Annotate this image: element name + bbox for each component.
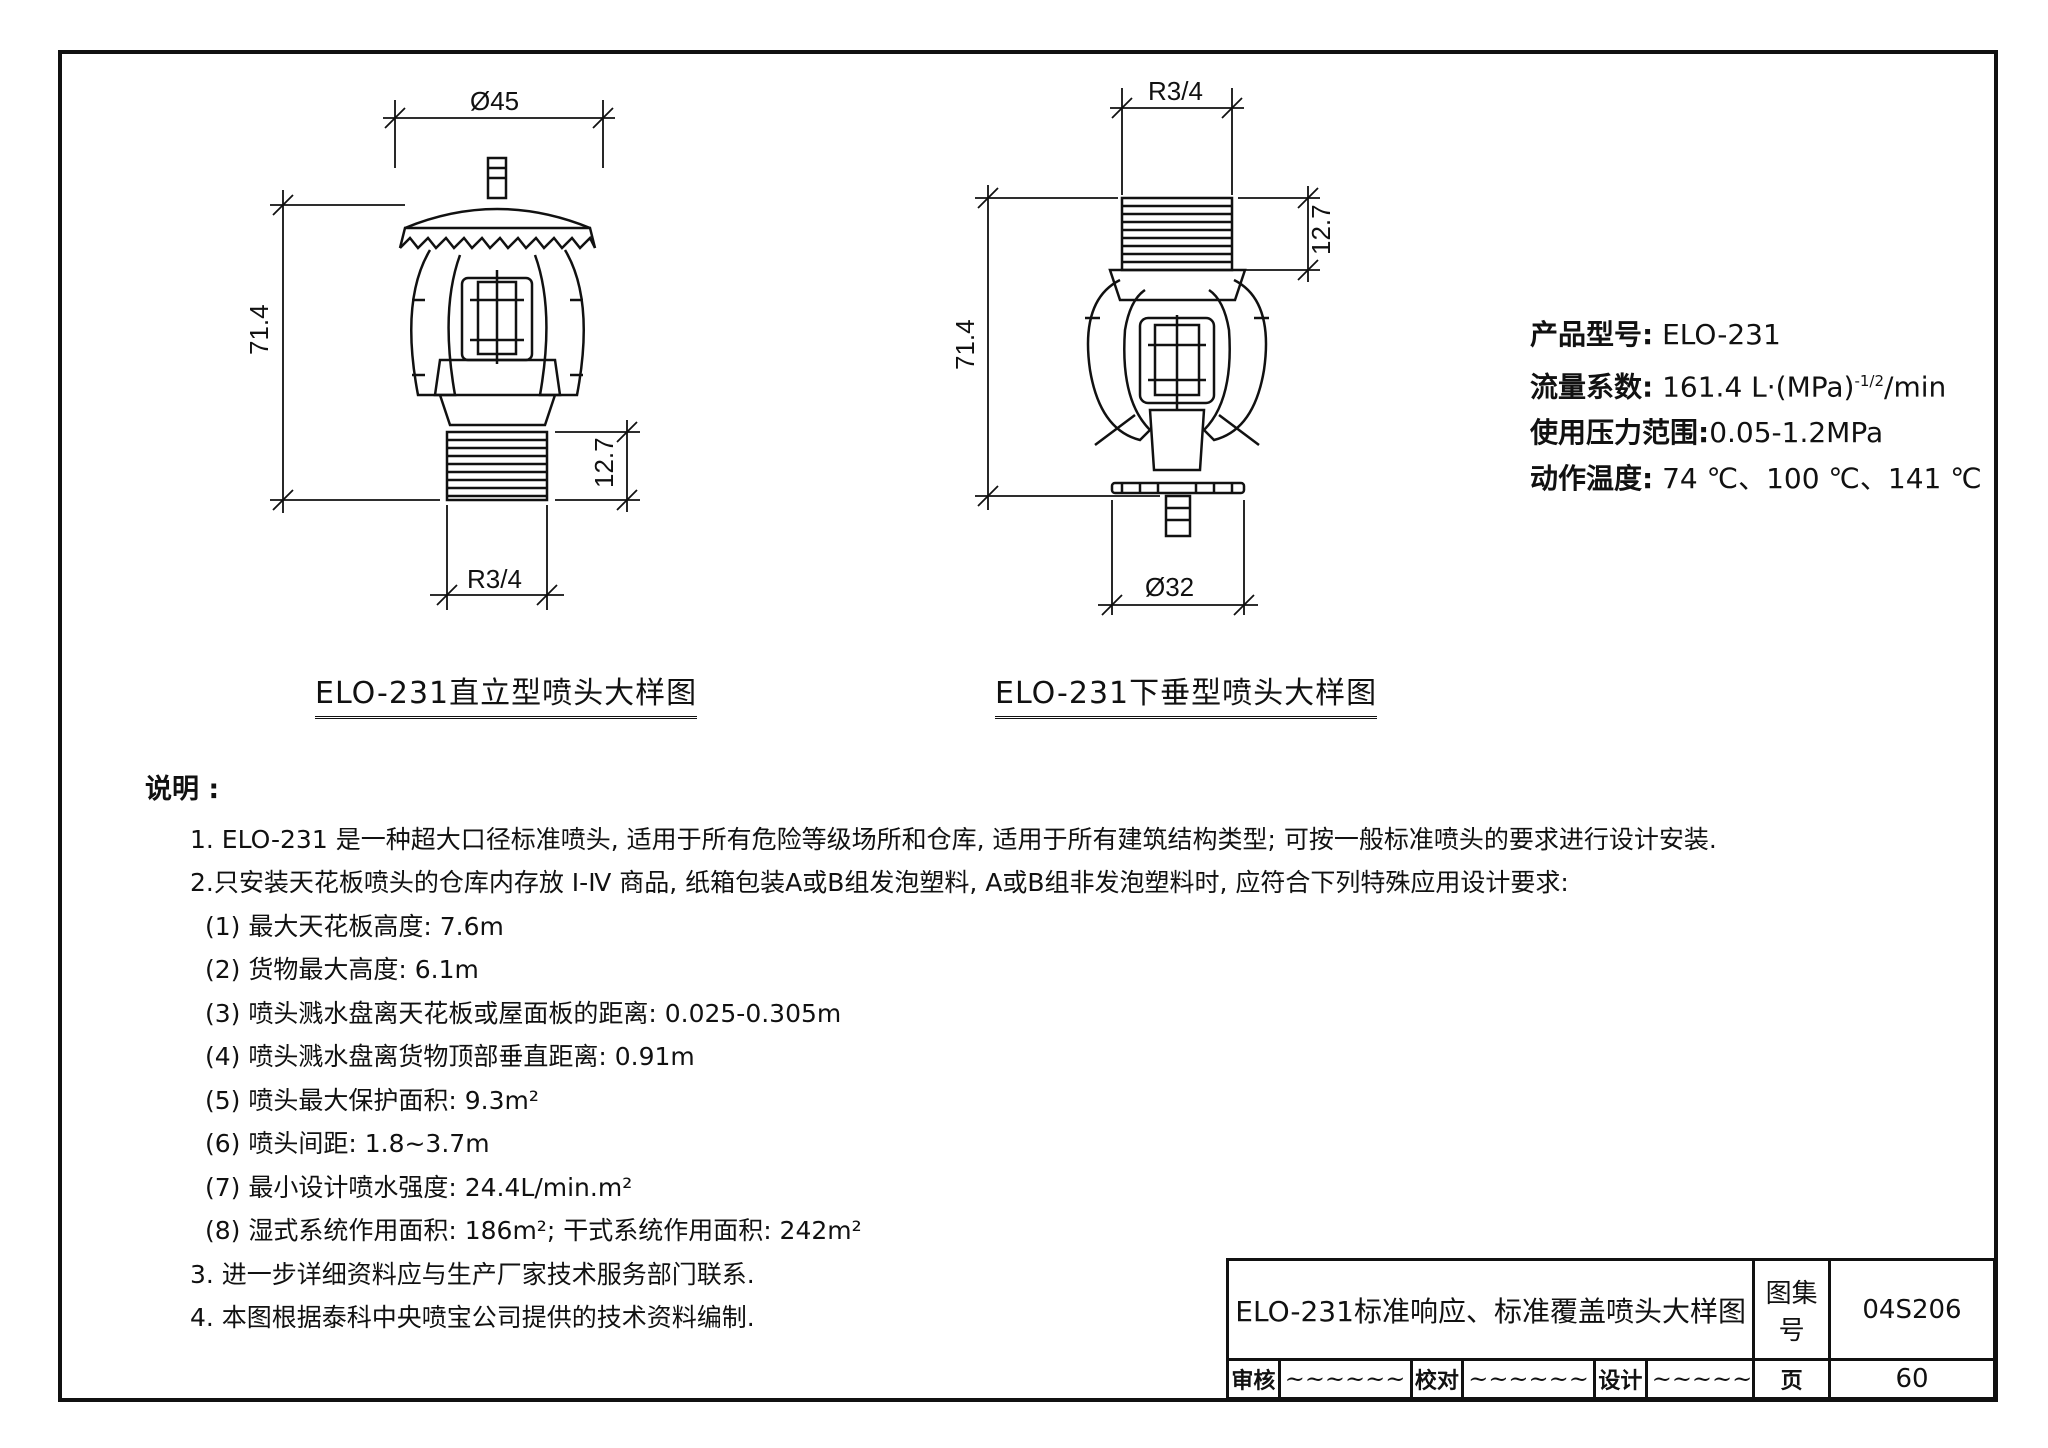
pendent-diameter-label: Ø32 xyxy=(1145,572,1194,602)
spec-flow-coefficient: 流量系数: 161.4 L·(MPa)-1/2/min xyxy=(1530,370,1947,404)
upright-height-label: 71.4 xyxy=(244,304,274,355)
check-label: 校对 xyxy=(1409,1358,1465,1400)
note-1: 1. ELO-231 是一种超大口径标准喷头, 适用于所有危险等级场所和仓库, … xyxy=(190,824,1717,854)
pendent-thread-size-label: R3/4 xyxy=(1148,76,1203,106)
note-2-item-5: (5) 喷头最大保护面积: 9.3m² xyxy=(205,1085,539,1115)
spec-operating-temperature: 动作温度: 74 ℃、100 ℃、141 ℃ xyxy=(1530,462,1982,496)
upright-figure-title: ELO-231直立型喷头大样图 xyxy=(315,668,698,719)
upright-thread-length-label: 12.7 xyxy=(589,437,619,488)
atlas-number: 04S206 xyxy=(1827,1258,1997,1361)
page-number: 60 xyxy=(1827,1358,1997,1400)
review-signature: ~~~~~~ xyxy=(1277,1358,1413,1400)
review-label: 审核 xyxy=(1226,1358,1281,1400)
note-2-item-8: (8) 湿式系统作用面积: 186m²; 干式系统作用面积: 242m² xyxy=(205,1216,862,1245)
note-2: 2.只安装天花板喷头的仓库内存放 I-Ⅳ 商品, 纸箱包装A或B组发泡塑料, A… xyxy=(190,868,1569,897)
note-2-item-7: (7) 最小设计喷水强度: 24.4L/min.m² xyxy=(205,1172,633,1202)
atlas-number-label: 图集号 xyxy=(1752,1258,1831,1361)
drawing-frame xyxy=(58,50,1998,1402)
pendent-thread-length-label: 12.7 xyxy=(1306,204,1336,255)
notes-heading: 说明 : xyxy=(145,774,220,805)
notes: 说明 : 1. ELO-231 是一种超大口径标准喷头, 适用于所有危险等级场所… xyxy=(145,768,1717,1340)
drawing-title: ELO-231标准响应、标准覆盖喷头大样图 xyxy=(1225,1258,1756,1361)
design-label: 设计 xyxy=(1593,1358,1648,1400)
pendent-sprinkler-icon xyxy=(1085,196,1269,538)
spec-pressure-range: 使用压力范围:0.05-1.2MPa xyxy=(1530,416,1884,450)
title-block: ELO-231标准响应、标准覆盖喷头大样图 图集号 04S206 审核 ~~~~… xyxy=(1225,1258,1997,1400)
note-2-item-4: (4) 喷头溅水盘离货物顶部垂直距离: 0.91m xyxy=(205,1042,695,1071)
note-2-item-1: (1) 最大天花板高度: 7.6m xyxy=(205,911,504,941)
page-label: 页 xyxy=(1752,1358,1831,1400)
product-spec: 产品型号: ELO-231 流量系数: 161.4 L·(MPa)-1/2/mi… xyxy=(1530,312,1982,502)
spec-model: 产品型号: ELO-231 xyxy=(1530,318,1781,351)
pendent-figure-title: ELO-231下垂型喷头大样图 xyxy=(995,668,1378,719)
note-2-item-6: (6) 喷头间距: 1.8~3.7m xyxy=(205,1129,490,1158)
note-2-item-2: (2) 货物最大高度: 6.1m xyxy=(205,955,479,984)
note-4: 4. 本图根据泰科中央喷宝公司提供的技术资料编制. xyxy=(190,1303,755,1332)
check-signature: ~~~~~~ xyxy=(1461,1358,1596,1400)
upright-diameter-label: Ø45 xyxy=(470,86,519,116)
upright-sprinkler-icon xyxy=(398,156,597,502)
pendent-dimension-lines xyxy=(975,88,1320,616)
design-signature: ~~~~~ xyxy=(1644,1358,1756,1400)
pendent-height-label: 71.4 xyxy=(950,319,980,370)
note-3: 3. 进一步详细资料应与生产厂家技术服务部门联系. xyxy=(190,1259,755,1289)
note-2-item-3: (3) 喷头溅水盘离天花板或屋面板的距离: 0.025-0.305m xyxy=(205,998,842,1028)
upright-thread-size-label: R3/4 xyxy=(467,564,522,594)
upright-dimension-lines xyxy=(270,100,640,610)
